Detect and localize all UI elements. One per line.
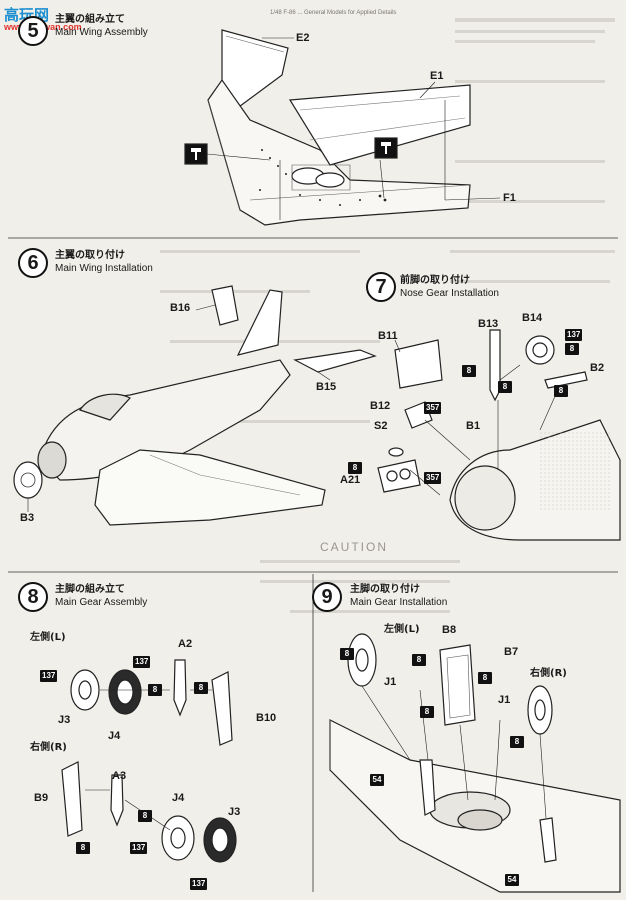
part-label-e1: E1 xyxy=(430,70,444,82)
part-label-f1: F1 xyxy=(503,192,516,204)
part-label-a2: A2 xyxy=(178,638,193,650)
paint-code-badge: 8 xyxy=(420,706,434,718)
paint-code-badge: 137 xyxy=(565,329,583,341)
paint-code-badge: 137 xyxy=(40,670,58,682)
step6-title-en: Main Wing Installation xyxy=(55,263,153,274)
paint-code-badge: 8 xyxy=(148,684,162,696)
part-label-a21: A21 xyxy=(340,474,361,486)
part-label-j1-right: J1 xyxy=(498,694,511,706)
part-label-b11: B11 xyxy=(378,330,398,342)
paint-code-badge: 54 xyxy=(370,774,384,786)
part-label-b14: B14 xyxy=(522,312,543,324)
part-label-a3: A3 xyxy=(112,770,127,782)
part-label-b15: B15 xyxy=(316,381,337,393)
paint-code-badge: 357 xyxy=(424,472,442,484)
step7-drawing xyxy=(377,329,621,541)
ghost-text-blocks xyxy=(160,18,615,613)
part-label-b2: B2 xyxy=(590,362,605,374)
paint-code-badge: 8 xyxy=(498,381,512,393)
step8-title-jp: 主脚の組み立て xyxy=(55,584,125,595)
part-label-b12: B12 xyxy=(370,400,391,412)
step5-title-en: Main Wing Assembly xyxy=(55,27,148,38)
step9-drawing xyxy=(329,633,621,893)
step6-drawing xyxy=(13,285,377,526)
part-label-b1: B1 xyxy=(466,420,481,432)
paint-code-badge: 8 xyxy=(348,462,362,474)
side-label-right-9: 右側(R) xyxy=(530,668,567,679)
paint-code-badge: 357 xyxy=(424,402,442,414)
step8-title-en: Main Gear Assembly xyxy=(55,597,148,608)
paint-code-badge: 137 xyxy=(130,842,148,854)
step9-title-en: Main Gear Installation xyxy=(350,597,448,608)
caution-text: CAUTION xyxy=(320,540,388,554)
part-label-b8: B8 xyxy=(442,624,457,636)
step6-title-jp: 主翼の取り付け xyxy=(55,250,125,261)
background-text-top: 1/48 F-86 ... General Models for Applied… xyxy=(270,10,397,16)
step5-number: 5 xyxy=(18,16,48,46)
paint-code-badge: 8 xyxy=(565,343,579,355)
step5-title-jp: 主翼の組み立て xyxy=(55,14,125,25)
side-label-right-8: 右側(R) xyxy=(30,742,67,753)
step7-title-jp: 前脚の取り付け xyxy=(400,275,470,286)
part-label-j4-right: J4 xyxy=(172,792,185,804)
paint-code-badge: 8 xyxy=(478,672,492,684)
part-label-b9: B9 xyxy=(34,792,49,804)
part-label-b10: B10 xyxy=(256,712,277,724)
side-label-left-8: 左側(L) xyxy=(30,632,66,643)
section-dividers xyxy=(8,237,618,892)
side-label-left-9: 左側(L) xyxy=(384,624,420,635)
part-label-b16: B16 xyxy=(170,302,191,314)
step7-number: 7 xyxy=(366,272,396,302)
step8-drawing xyxy=(61,659,237,863)
part-label-e2: E2 xyxy=(296,32,310,44)
part-label-b7: B7 xyxy=(504,646,519,658)
step9-number: 9 xyxy=(312,582,342,612)
part-label-j3: J3 xyxy=(58,714,71,726)
step8-number: 8 xyxy=(18,582,48,612)
step7-title-en: Nose Gear Installation xyxy=(400,288,499,299)
paint-code-badge: 8 xyxy=(194,682,208,694)
step6-number: 6 xyxy=(18,248,48,278)
paint-code-badge: 137 xyxy=(190,878,208,890)
paint-code-badge: 8 xyxy=(554,385,568,397)
part-label-j4: J4 xyxy=(108,730,121,742)
paint-code-badge: 8 xyxy=(340,648,354,660)
paint-code-badge: 137 xyxy=(133,656,151,668)
paint-code-badge: 8 xyxy=(462,365,476,377)
paint-code-badge: 8 xyxy=(412,654,426,666)
paint-code-badge: 8 xyxy=(76,842,90,854)
part-label-b3: B3 xyxy=(20,512,35,524)
step9-title-jp: 主脚の取り付け xyxy=(350,584,420,595)
paint-code-badge: 8 xyxy=(138,810,152,822)
part-label-b13: B13 xyxy=(478,318,499,330)
step5-drawing xyxy=(184,29,501,226)
paint-code-badge: 8 xyxy=(510,736,524,748)
part-label-j3-right: J3 xyxy=(228,806,241,818)
part-label-j1-left: J1 xyxy=(384,676,397,688)
paint-code-badge: 54 xyxy=(505,874,519,886)
part-label-s2: S2 xyxy=(374,420,388,432)
